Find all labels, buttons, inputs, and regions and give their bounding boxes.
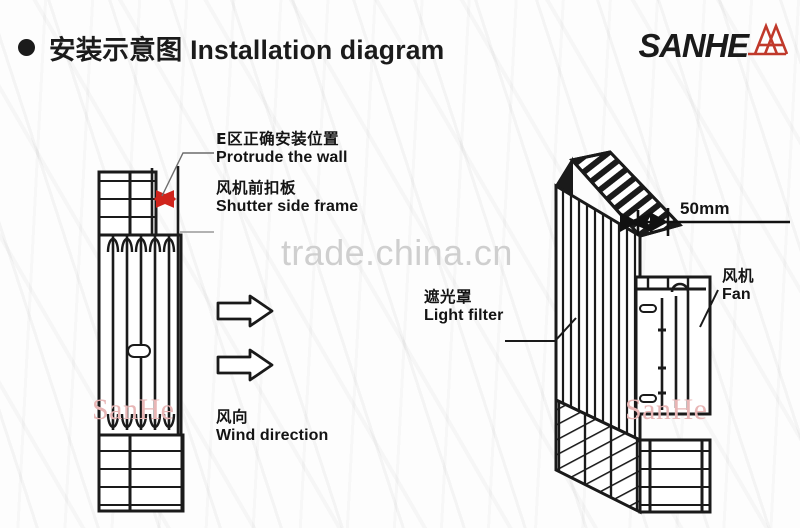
label-protrude-the-wall: E区正确安装位置 Protrude the wall: [216, 130, 348, 167]
leader-line-light-filter: [505, 317, 577, 342]
label-fan-en: Fan: [722, 285, 751, 303]
dimension-line-50mm: [620, 208, 790, 236]
label-fan-cn: 风机: [722, 267, 755, 285]
wind-arrow-1: [216, 294, 274, 328]
left-side-section-view: [97, 152, 214, 513]
page-title-english: Installation diagram: [190, 35, 445, 65]
label-light-filter: 遮光罩 Light filter: [424, 288, 504, 325]
fan-handle-upper: [639, 304, 657, 313]
title-text-group: 安装示意图 Installation diagram: [49, 28, 444, 67]
fan-handle-lower: [639, 394, 657, 403]
shutter-louver-slats: [97, 233, 183, 437]
fan-housing: [634, 275, 712, 416]
label-light-filter-cn: 遮光罩: [424, 288, 473, 306]
label-dimension-en: 50mm: [680, 199, 730, 218]
brand-logo: SANHE: [638, 22, 789, 65]
label-fan: 风机 Fan: [722, 267, 755, 304]
wind-direction-arrows: [216, 294, 274, 382]
sanhe-triangle-mark-icon: [742, 20, 789, 65]
label-protrude-cn: E区正确安装位置: [216, 130, 340, 148]
bullet-point-icon: [18, 39, 35, 56]
label-wind-en: Wind direction: [216, 426, 329, 444]
leader-line-protrude: [161, 152, 214, 197]
page-title: 安装示意图 Installation diagram: [18, 28, 444, 67]
label-shutter-side-frame: 风机前扣板 Shutter side frame: [216, 179, 359, 216]
label-wind-direction: 风向 Wind direction: [216, 408, 329, 445]
louver-handle: [127, 344, 151, 358]
shutter-side-frame-lines: [150, 166, 180, 235]
wind-arrow-2: [216, 348, 274, 382]
isometric-brick-wall: [554, 397, 712, 515]
label-wind-cn: 风向: [216, 408, 249, 426]
lower-brick-wall: [97, 433, 185, 513]
light-filter-panel: [554, 183, 642, 443]
label-shutter-en: Shutter side frame: [216, 197, 359, 215]
label-shutter-cn: 风机前扣板: [216, 179, 297, 197]
upper-brick-wall: [97, 170, 158, 237]
leader-line-fan: [699, 289, 719, 328]
label-dimension-50mm: 50mm: [680, 199, 730, 218]
logo-wordmark: SANHE: [638, 27, 749, 64]
page-title-chinese: 安装示意图: [49, 35, 183, 66]
right-isometric-assembly: [505, 150, 790, 515]
label-light-filter-en: Light filter: [424, 306, 504, 324]
label-protrude-en: Protrude the wall: [216, 148, 348, 166]
